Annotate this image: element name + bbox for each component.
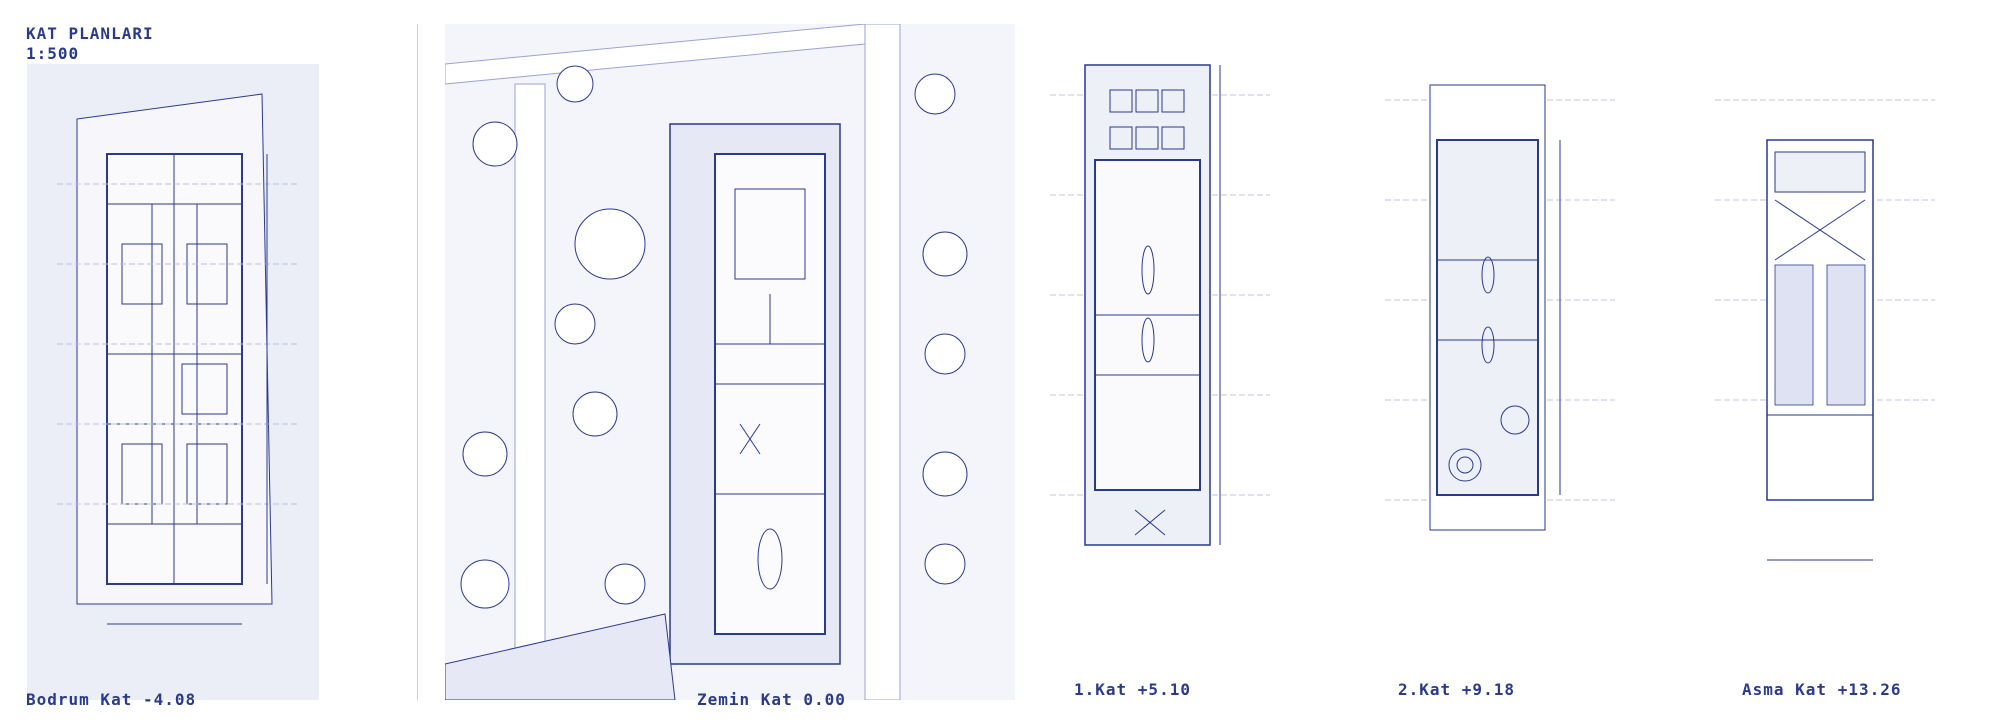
ground-floor-plan bbox=[445, 24, 1015, 700]
second-floor-caption: 2.Kat +9.18 bbox=[1398, 680, 1515, 699]
sheet-title-text: KAT PLANLARI bbox=[26, 24, 154, 43]
first-floor-drawing bbox=[1050, 64, 1270, 546]
mezzanine-plan bbox=[1715, 60, 1935, 600]
first-floor-plan bbox=[1050, 55, 1270, 615]
basement-plan-drawing bbox=[27, 64, 319, 700]
second-floor-plan bbox=[1385, 60, 1615, 600]
basement-caption: Bodrum Kat -4.08 bbox=[26, 690, 197, 709]
mezzanine-caption: Asma Kat +13.26 bbox=[1742, 680, 1902, 699]
second-floor-drawing bbox=[1385, 84, 1615, 531]
ground-floor-drawing bbox=[445, 24, 1015, 700]
scale-text: 1:500 bbox=[26, 44, 80, 63]
mezzanine-drawing bbox=[1715, 99, 1935, 561]
sheet-title: KAT PLANLARI 1:500 bbox=[26, 24, 154, 64]
basement-plan bbox=[27, 64, 319, 700]
ground-floor-caption: Zemin Kat 0.00 bbox=[697, 690, 846, 709]
panel-divider bbox=[417, 24, 418, 700]
first-floor-caption: 1.Kat +5.10 bbox=[1074, 680, 1191, 699]
